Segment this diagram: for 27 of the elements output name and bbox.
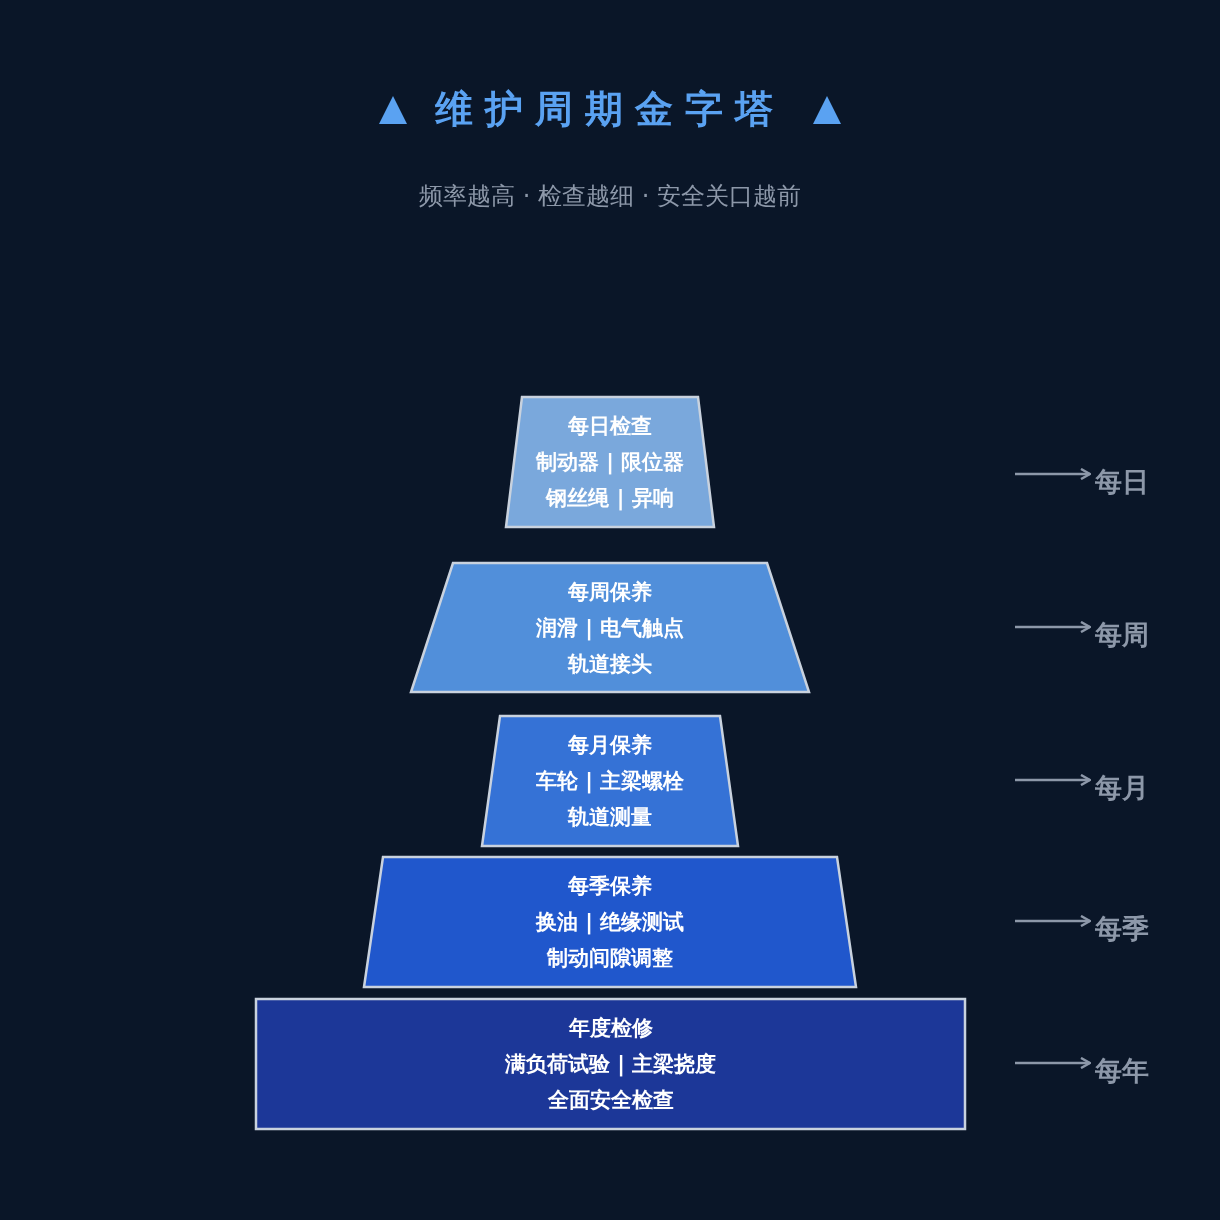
tier-items: 换油 | 绝缘测试 <box>535 909 685 937</box>
tier-heading: 每日检查 <box>568 413 652 440</box>
tier-items: 制动间隙调整 <box>547 945 673 972</box>
tier-heading: 每周保养 <box>568 578 652 606</box>
subtitle: 频率越高 · 检查越细 · 安全关口越前 <box>418 181 802 212</box>
frequency-label: 每季 <box>1095 912 1149 946</box>
arrow <box>1015 1056 1092 1070</box>
tier-items: 车轮 | 主梁螺栓 <box>535 768 685 796</box>
frequency-label: 每日 <box>1095 465 1149 499</box>
tier-items: 满负荷试验 | 主梁挠度 <box>504 1051 717 1079</box>
tier-heading: 年度检修 <box>568 1015 653 1042</box>
arrow <box>1015 620 1092 634</box>
frequency-label: 每月 <box>1095 771 1149 805</box>
title: 维护周期金字塔 <box>435 86 785 133</box>
tier-items: 全面安全检查 <box>547 1087 674 1114</box>
tier-items: 润滑 | 电气触点 <box>535 614 685 643</box>
frequency-label: 每周 <box>1095 618 1149 652</box>
tier-items: 钢丝绳 | 异响 <box>546 485 674 513</box>
frequency-label: 每年 <box>1095 1054 1149 1088</box>
tier-items: 轨道接头 <box>568 650 652 678</box>
tier-items: 轨道测量 <box>568 804 652 831</box>
arrow <box>1015 914 1092 928</box>
arrow <box>1015 467 1092 481</box>
arrow <box>1015 773 1092 787</box>
tier-items: 制动器 | 限位器 <box>535 449 685 477</box>
tier-heading: 每月保养 <box>568 732 652 759</box>
tier-heading: 每季保养 <box>568 873 652 900</box>
